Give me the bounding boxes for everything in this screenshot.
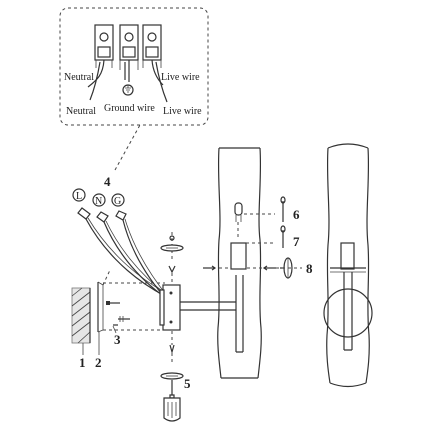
lamp-arm bbox=[180, 275, 244, 353]
callout-5: 5 bbox=[184, 376, 191, 391]
lamp-side-view bbox=[323, 143, 373, 388]
callout-3: 3 bbox=[114, 332, 121, 347]
callout-4: 4 bbox=[104, 174, 111, 189]
wall-section bbox=[71, 287, 91, 344]
connector-n-label: N bbox=[95, 196, 102, 207]
connector-n bbox=[92, 193, 106, 207]
inset-border bbox=[59, 7, 209, 126]
connector-g bbox=[111, 193, 125, 207]
callout-1: 1 bbox=[79, 355, 86, 370]
terminal-block bbox=[94, 24, 162, 70]
inset-live-wire bbox=[151, 59, 164, 86]
callout-2: 2 bbox=[95, 355, 102, 370]
connector-l-label: L bbox=[76, 191, 82, 202]
wiring-detail-inset: Neutral Live wire Neutral Ground wire Li… bbox=[59, 7, 209, 126]
mounting-plate bbox=[97, 281, 104, 333]
wall-screws bbox=[106, 301, 130, 326]
connector-l bbox=[72, 188, 86, 202]
bottom-screw-assembly bbox=[160, 331, 184, 380]
label-ground-wire: Ground wire bbox=[104, 103, 155, 114]
callout-7: 7 bbox=[293, 234, 300, 249]
callouts: 1 2 3 4 5 6 7 8 bbox=[79, 174, 313, 391]
label-live-wire-lower: Live wire bbox=[163, 106, 202, 117]
top-screw-assembly bbox=[160, 232, 184, 283]
ground-symbol-icon bbox=[122, 84, 134, 96]
label-neutral-lower: Neutral bbox=[66, 106, 96, 117]
connector-g-label: G bbox=[114, 196, 121, 207]
glass-shade-front bbox=[203, 147, 276, 379]
terminal-connectors: L N G bbox=[72, 188, 127, 223]
spare-parts bbox=[276, 196, 302, 279]
screwdriver-icon bbox=[163, 380, 181, 422]
inset-neutral-wire bbox=[87, 59, 105, 88]
label-live-wire-upper: Live wire bbox=[161, 72, 200, 83]
callout-8: 8 bbox=[306, 261, 313, 276]
label-neutral-upper: Neutral bbox=[64, 72, 94, 83]
inset-leader-line bbox=[114, 124, 141, 171]
lamp-canopy bbox=[159, 284, 181, 331]
callout-6: 6 bbox=[293, 207, 300, 222]
